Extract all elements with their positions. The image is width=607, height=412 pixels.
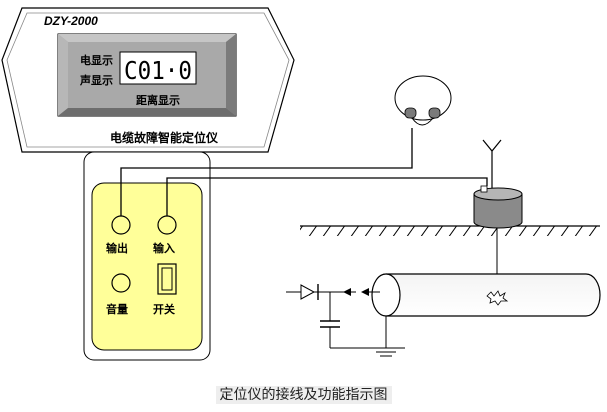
model-label: DZY-2000 — [44, 14, 98, 28]
switch-label: 开关 — [153, 302, 175, 316]
antenna-icon — [482, 139, 502, 152]
output-cable — [120, 128, 413, 216]
cable-end — [371, 273, 401, 317]
volume-knob[interactable] — [111, 273, 131, 293]
arrow-left-icon — [343, 288, 351, 296]
display-bevel-left — [58, 34, 68, 116]
display-label-distance: 距离显示 — [136, 93, 180, 107]
output-jack[interactable] — [111, 215, 131, 235]
input-label: 输入 — [153, 241, 175, 255]
control-panel-face — [91, 182, 203, 351]
figure-caption: 定位仪的接线及功能指示图 — [0, 384, 607, 404]
power-switch-rocker — [161, 267, 173, 291]
device-title: 电缆故障智能定位仪 — [110, 130, 219, 145]
headphone-wire-join — [411, 117, 434, 126]
headphones-icon — [394, 75, 452, 121]
segment-readout: C01·0 — [124, 56, 192, 85]
ground-hatching — [300, 226, 600, 236]
acoustic-sensor — [473, 194, 523, 229]
display-label-electric: 电显示 — [80, 53, 113, 67]
output-label: 输出 — [106, 241, 128, 255]
segment-readout-box — [119, 51, 197, 85]
input-jack[interactable] — [157, 215, 177, 235]
arrow-left-icon-2 — [361, 288, 369, 296]
input-cable — [166, 177, 488, 216]
diode-icon — [300, 284, 316, 300]
display-label-sound: 声显示 — [79, 73, 113, 87]
display-bevel-bottom — [58, 108, 236, 116]
headphone-right-cup — [428, 107, 441, 119]
display-bevel-top — [58, 34, 236, 42]
instrument-housing-inner — [6, 12, 290, 148]
sensor-connector — [480, 185, 488, 193]
display-bevel-right — [226, 34, 236, 116]
fault-spark-icon — [486, 290, 509, 306]
headphone-left-cup — [404, 107, 417, 119]
volume-label: 音量 — [106, 302, 128, 316]
caption-text: 定位仪的接线及功能指示图 — [215, 386, 392, 404]
